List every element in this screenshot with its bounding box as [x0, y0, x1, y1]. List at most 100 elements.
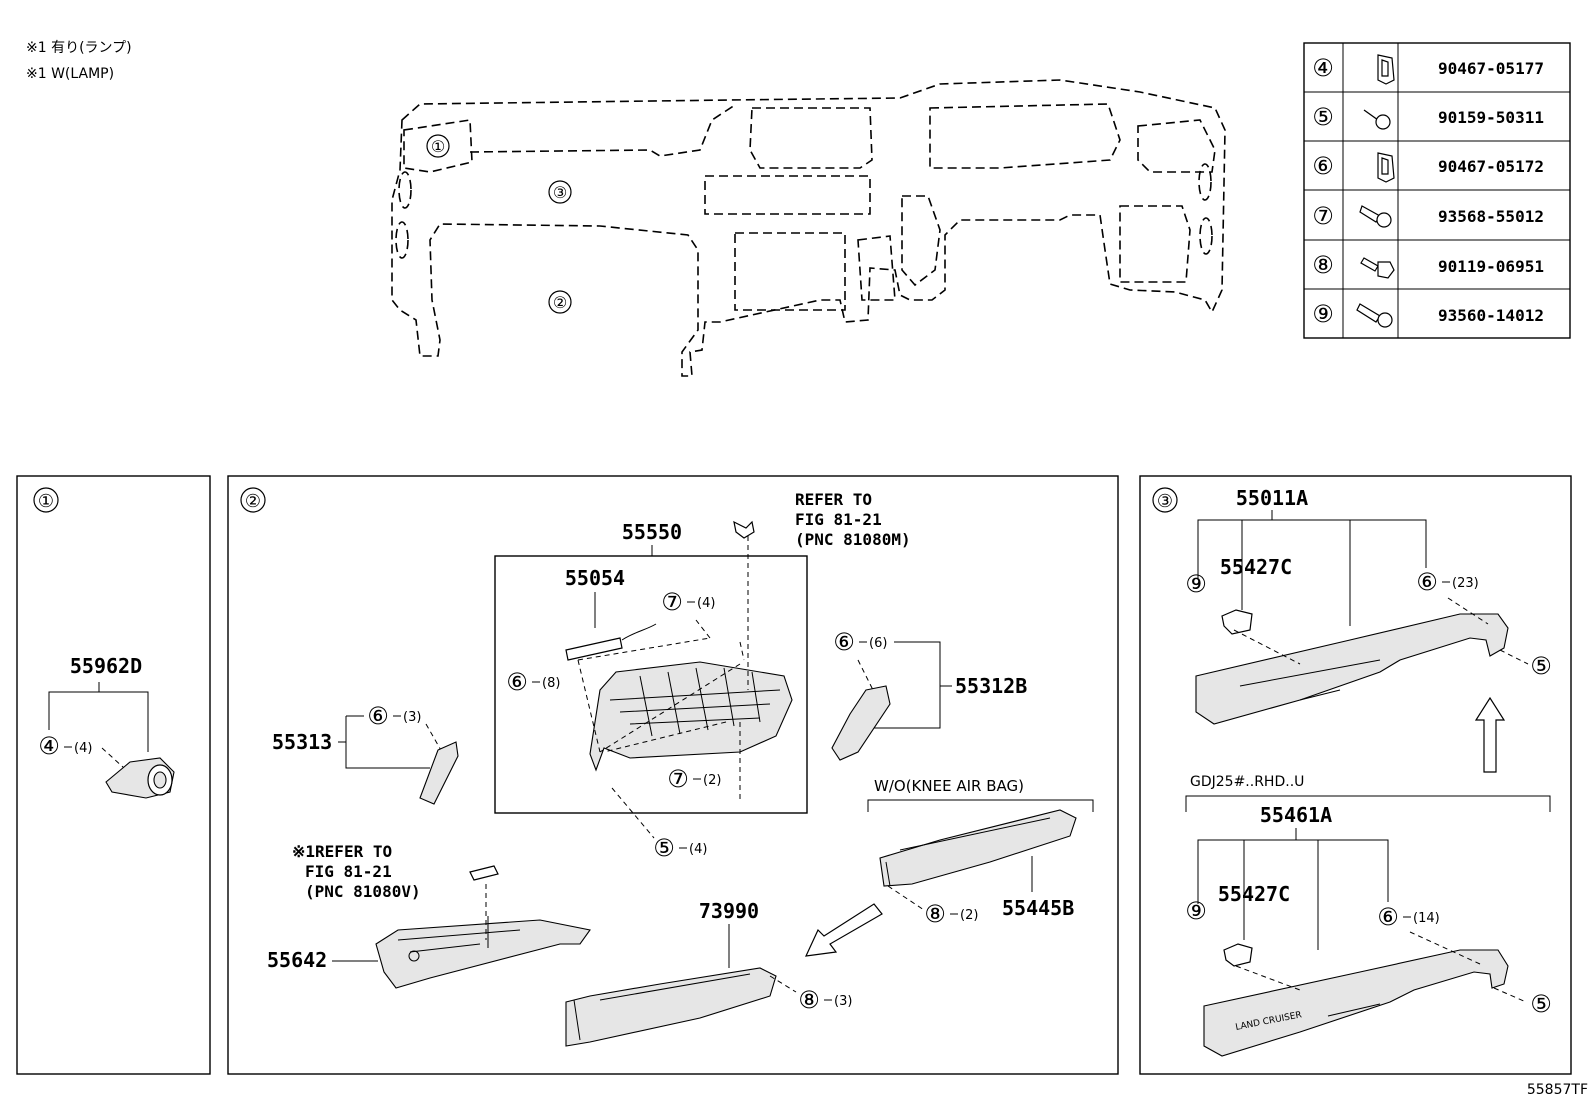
fastener-part-number: 93568-55012	[1438, 207, 1544, 226]
part-label-55427c: 55427C	[1220, 555, 1292, 579]
leader-line	[857, 659, 875, 693]
dash-right-side-vent-1	[1198, 163, 1212, 201]
fastener-part-number: 90159-50311	[1438, 108, 1544, 127]
callout-ref: ⑥	[506, 668, 528, 696]
refer-note-2-line1: ※1REFER TO	[292, 842, 392, 861]
fastener-part-number: 90119-06951	[1438, 257, 1544, 276]
refer-note-2-line2: FIG 81-21	[305, 862, 392, 881]
callout-qty: (4)	[74, 741, 92, 756]
callout-ref: ⑤	[1530, 652, 1552, 680]
leader-line	[1499, 649, 1529, 665]
part-label-55011a: 55011A	[1236, 486, 1308, 510]
leader-line	[1493, 987, 1527, 1003]
callout-ref: ⑥	[367, 702, 389, 730]
leader-line	[1233, 629, 1301, 665]
fastener-part-number: 90467-05172	[1438, 157, 1544, 176]
callout-ref: ⑨	[1185, 570, 1207, 598]
panel-2-title-circle	[240, 487, 266, 513]
dash-outline-right-lower	[1119, 205, 1191, 283]
dash-outline-left-vent	[403, 119, 473, 173]
callout-ref: ④	[38, 732, 60, 760]
refer-note-2-line3: (PNC 81080V)	[305, 882, 421, 901]
fastener-ref: ⑦	[1312, 202, 1334, 230]
fastener-ref: ⑤	[1312, 103, 1334, 131]
overview-marker-3-circle	[548, 180, 572, 204]
panel-2-border	[227, 475, 1119, 1075]
leader-line	[425, 723, 443, 753]
callout-qty: (4)	[697, 596, 715, 611]
part-label-55054: 55054	[565, 566, 625, 590]
leader-line	[611, 787, 655, 839]
callout-qty: (2)	[960, 908, 978, 923]
note-line-1: ※1 有り(ランプ)	[26, 40, 132, 56]
knee-airbag-condition: W/O(KNEE AIR BAG)	[874, 777, 1024, 795]
part-label-73990: 73990	[699, 899, 759, 923]
dash-right-side-vent-2	[1199, 217, 1213, 255]
panel-2-title: ②	[245, 491, 261, 512]
refer-note-1-line2: FIG 81-21	[795, 510, 882, 529]
panel-1-border	[16, 475, 211, 1075]
part-label-55642: 55642	[267, 948, 327, 972]
callout-ref: ⑦	[661, 588, 683, 616]
switch-part	[733, 520, 755, 539]
fastener-ref: ⑧	[1312, 251, 1334, 279]
callout-ref: ⑥	[1377, 903, 1399, 931]
overview-marker-1: ①	[431, 137, 445, 156]
callout-qty: (8)	[542, 676, 560, 691]
leader-line	[1235, 965, 1301, 991]
figure-code: 55857TF	[1527, 1082, 1588, 1098]
screw-icon	[1356, 303, 1393, 328]
leader-line	[1447, 597, 1489, 625]
leader-bracket	[1197, 510, 1427, 626]
glove-box-lamp-part	[565, 623, 657, 661]
dashboard-trim-part-with-emblem	[1203, 949, 1509, 1057]
refer-note-1-line1: REFER TO	[795, 490, 872, 509]
overview-marker-2: ②	[553, 293, 567, 312]
bolt-icon	[1360, 257, 1395, 279]
callout-ref: ⑤	[1530, 990, 1552, 1018]
part-label-55461a: 55461A	[1260, 803, 1332, 827]
callout-ref: ⑦	[667, 765, 689, 793]
panel-3-title-circle	[1152, 487, 1178, 513]
dash-left-side-vent-1	[398, 171, 412, 209]
leader-line	[1409, 931, 1481, 965]
overview-marker-1-circle	[426, 134, 450, 158]
clip-icon	[1377, 152, 1395, 183]
dash-outline-center-mid	[704, 175, 871, 215]
up-arrow-icon	[1474, 696, 1506, 773]
leader-bracket	[338, 715, 430, 769]
dash-outline-main	[391, 79, 1226, 377]
part-label-55427c: 55427C	[1218, 882, 1290, 906]
callout-qty: (3)	[403, 710, 421, 725]
dash-outline-right-vent	[1137, 119, 1216, 173]
callout-qty: (4)	[689, 842, 707, 857]
part-label-55445b: 55445B	[1002, 896, 1074, 920]
panel-3: ③ 55011A 55427C ⑨ ⑥ (23) ⑤ GDJ25#..RHD..…	[1139, 475, 1572, 1075]
fastener-part-number: 93560-14012	[1438, 306, 1544, 325]
fastener-table: ④ 90467-05177 ⑤ 90159-50311 ⑥ 90467-0517…	[1303, 42, 1571, 339]
part-label-55550: 55550	[622, 520, 682, 544]
leader-line	[101, 747, 125, 769]
part-label-55962d: 55962D	[70, 654, 142, 678]
callout-ref: ⑤	[653, 834, 675, 862]
callout-qty: (6)	[869, 636, 887, 651]
panel-1-title-circle	[33, 487, 59, 513]
callout-qty: (23)	[1452, 576, 1479, 591]
dash-outline-top	[469, 104, 736, 157]
callout-ref: ⑨	[1185, 897, 1207, 925]
clip-icon	[1377, 54, 1395, 85]
leader-bracket	[48, 682, 149, 752]
dashboard-overview: ① ③ ②	[391, 79, 1226, 377]
dash-left-side-vent-2	[395, 221, 409, 259]
panel-1-title: ①	[38, 491, 54, 512]
glove-box-assembly-frame	[494, 555, 808, 814]
callout-qty: (2)	[703, 773, 721, 788]
panel-3-title: ③	[1157, 491, 1173, 512]
direction-arrow-icon	[804, 903, 883, 957]
fastener-ref: ⑨	[1312, 300, 1334, 328]
callout-ref: ⑧	[924, 900, 946, 928]
dash-outline-audio	[734, 232, 846, 311]
callout-qty: (14)	[1413, 911, 1440, 926]
part-label-55312b: 55312B	[955, 674, 1027, 698]
